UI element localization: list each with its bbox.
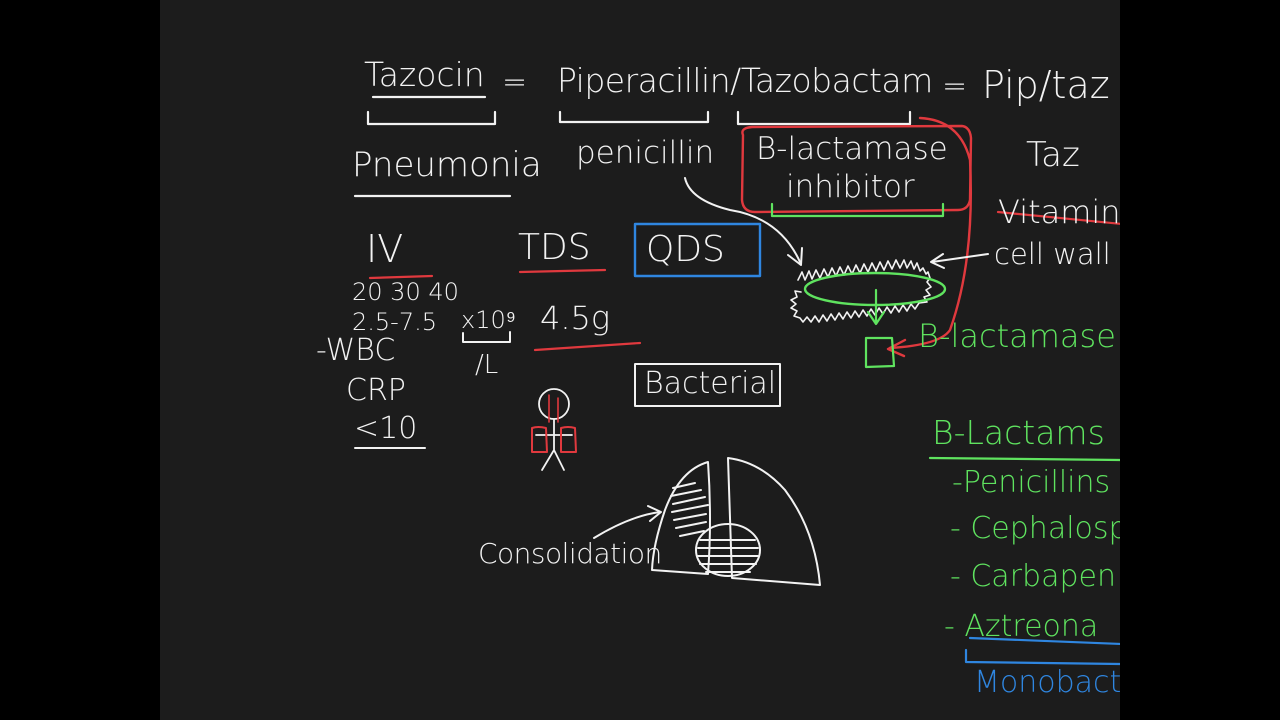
monobactam-label: Monobact bbox=[974, 665, 1120, 700]
ages-label: 20 30 40 bbox=[352, 278, 459, 306]
red-underlines bbox=[368, 268, 642, 352]
consolidation-label: Consolidation bbox=[478, 537, 662, 570]
monobactam-bracket bbox=[964, 636, 1120, 666]
whiteboard: Tazocin = Piperacillin/Tazobactam = Pip/… bbox=[160, 0, 1120, 720]
frequency-tds: TDS bbox=[518, 227, 591, 268]
vitamin-label: Vitamin bbox=[998, 193, 1120, 231]
beta-lactamase-label: B-lactamase bbox=[918, 317, 1116, 355]
wbc-label: -WBC bbox=[316, 333, 396, 368]
beta-lactams-item-2: - Cephalosp bbox=[950, 511, 1120, 546]
crp-label: CRP bbox=[346, 373, 406, 408]
bacterial-label: Bacterial bbox=[644, 366, 777, 401]
ink-strokes bbox=[353, 95, 1120, 666]
beta-lactams-item-1: -Penicillins bbox=[952, 465, 1111, 500]
penicillin-label: penicillin bbox=[576, 135, 715, 171]
bacterial-box bbox=[634, 363, 781, 407]
bacterium-wall bbox=[790, 259, 932, 323]
consolidation-arrow bbox=[593, 505, 662, 539]
pneumonia-label: Pneumonia bbox=[352, 145, 542, 185]
route-iv: IV bbox=[366, 227, 404, 271]
equals-sign-2: = bbox=[942, 69, 968, 104]
taz-label: Taz bbox=[1026, 135, 1080, 175]
equals-sign: = bbox=[502, 65, 528, 100]
stick-figure bbox=[531, 388, 577, 471]
tazocin-label: Tazocin bbox=[364, 55, 485, 94]
pip-taz-label: Pip/taz bbox=[982, 63, 1110, 107]
lungs bbox=[651, 457, 821, 586]
wbc-per-label: /L bbox=[475, 350, 499, 380]
piperacillin-tazobactam-label: Piperacillin/Tazobactam bbox=[557, 61, 933, 100]
inhibitor-underline bbox=[770, 202, 945, 218]
dose-label: 4.5g bbox=[540, 299, 611, 337]
crp-value-label: <10 bbox=[354, 411, 418, 446]
beta-lactams-heading: B-Lactams bbox=[932, 413, 1105, 452]
qds-box bbox=[633, 222, 762, 278]
beta-lactamase-inhibitor-line2: inhibitor bbox=[786, 169, 915, 205]
cell-wall-label: cell wall bbox=[994, 237, 1111, 271]
beta-lactams-item-3: - Carbapen bbox=[950, 559, 1116, 594]
inhibitor-box bbox=[740, 116, 973, 358]
wbc-unit-label: x10⁹ bbox=[461, 306, 517, 334]
wbc-range-label: 2.5-7.5 bbox=[352, 308, 437, 336]
cell-wall-arrow bbox=[930, 253, 989, 269]
penicillin-arrow bbox=[684, 177, 803, 266]
header-underlines bbox=[353, 95, 912, 198]
green-arrow bbox=[864, 288, 896, 369]
beta-lactams-underline bbox=[928, 456, 1120, 462]
beta-lactamase-inhibitor-line1: B-lactamase bbox=[756, 131, 948, 167]
beta-lactams-item-4: - Aztreona bbox=[944, 609, 1099, 644]
wbc-bracket bbox=[462, 331, 511, 343]
vitamin-strike bbox=[996, 210, 1120, 225]
frequency-qds: QDS bbox=[646, 229, 725, 270]
